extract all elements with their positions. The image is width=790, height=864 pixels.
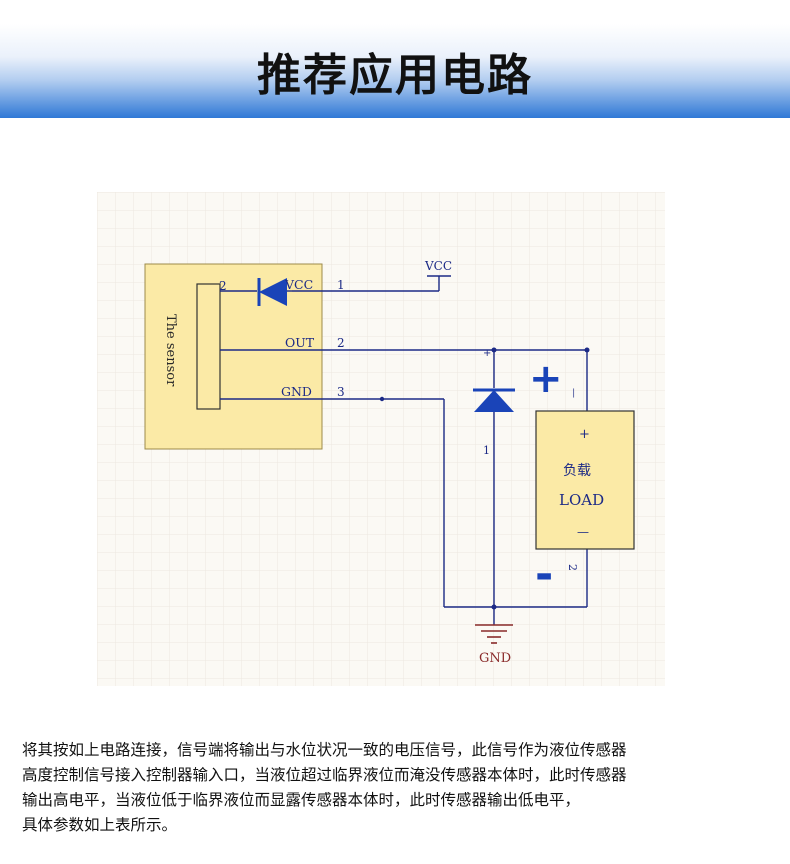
pin-3-name: GND — [281, 384, 312, 399]
diode-bottom-mark: 1 — [483, 444, 490, 457]
freewheel-diode-symbol — [474, 390, 514, 412]
circuit-schematic: The sensor 2 VCC 1 VCC OUT 2 GND 3 + — [97, 192, 665, 686]
header-banner: 推荐应用电路 — [0, 24, 790, 118]
schematic-canvas: The sensor 2 VCC 1 VCC OUT 2 GND 3 + — [97, 192, 665, 686]
sensor-label: The sensor — [163, 314, 178, 387]
description-line-3: 输出高电平，当液位低于临界液位而显露传感器本体时，此时传感器输出低电平， — [22, 791, 581, 809]
description-line-1: 将其按如上电路连接，信号端将输出与水位状况一致的电压信号，此信号作为液位传感器 — [22, 741, 627, 759]
description-line-4: 具体参数如上表所示。 — [22, 816, 178, 834]
junction-ground — [491, 604, 497, 610]
polarity-minus: - — [535, 549, 553, 600]
load-plus-mark: + — [579, 427, 590, 442]
load-bottom-pin-mark: 2 — [566, 564, 579, 571]
junction-gnd — [379, 396, 385, 402]
diode-top-mark: + — [483, 348, 491, 359]
load-label-cn: 负载 — [563, 463, 591, 479]
pin-3-number: 3 — [337, 385, 345, 399]
sensor-block — [144, 263, 323, 450]
load-block — [535, 410, 635, 550]
pin-2-name: OUT — [285, 335, 315, 350]
pin-2-number: 2 — [337, 336, 345, 350]
load-minus-mark: — — [577, 525, 589, 539]
page-title: 推荐应用电路 — [257, 50, 533, 101]
pin-1-name: VCC — [284, 277, 313, 292]
sensor-diode-symbol — [259, 278, 287, 306]
description-text: 将其按如上电路连接，信号端将输出与水位状况一致的电压信号，此信号作为液位传感器 … — [22, 738, 772, 838]
ground-label: GND — [479, 651, 511, 666]
pin-1-number: 1 — [337, 278, 345, 292]
load-top-pin-mark: — — [568, 388, 579, 398]
vcc-rail-label: VCC — [424, 259, 452, 273]
polarity-plus: + — [529, 356, 563, 402]
description-line-2: 高度控制信号接入控制器输入口，当液位超过临界液位而淹没传感器本体时，此时传感器 — [22, 766, 627, 784]
load-label-en: LOAD — [559, 491, 604, 509]
inner-pin-number: 2 — [219, 279, 227, 293]
sensor-element — [196, 283, 221, 410]
